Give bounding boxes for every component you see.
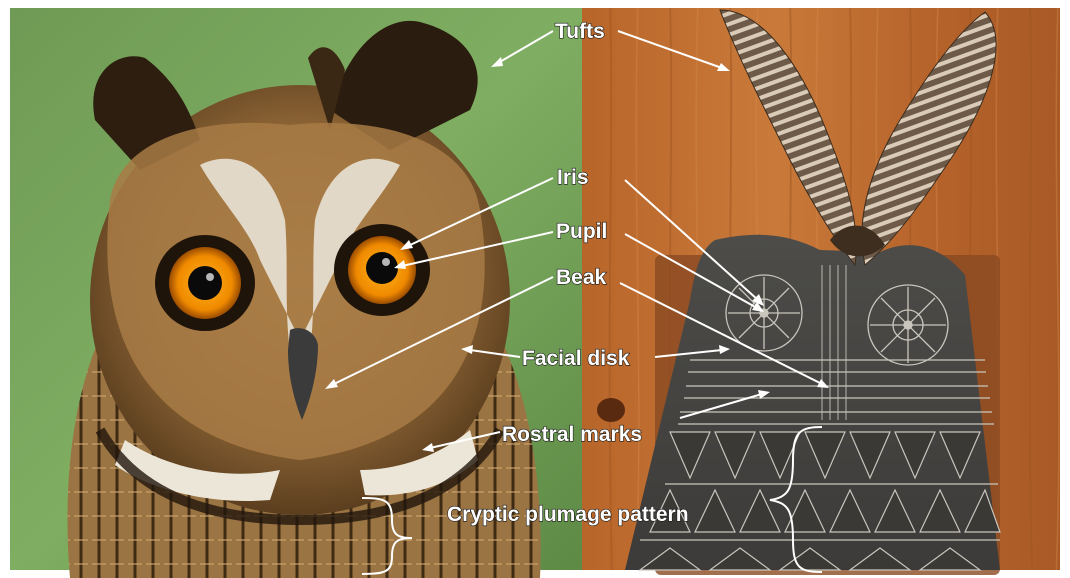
- label-pupil: Pupil: [556, 220, 607, 243]
- label-tufts: Tufts: [555, 20, 605, 43]
- label-rostral-marks: Rostral marks: [502, 423, 642, 446]
- label-cryptic-plumage-pattern: Cryptic plumage pattern: [447, 503, 689, 526]
- label-facial-disk: Facial disk: [522, 347, 630, 370]
- label-beak: Beak: [556, 266, 607, 289]
- owl-left-pupil: [188, 266, 222, 300]
- plaque-photo: [582, 8, 1060, 575]
- owl-right-pupil: [366, 252, 398, 284]
- wood-knot: [597, 398, 625, 422]
- owl-photo: [10, 8, 582, 578]
- label-iris: Iris: [557, 166, 589, 189]
